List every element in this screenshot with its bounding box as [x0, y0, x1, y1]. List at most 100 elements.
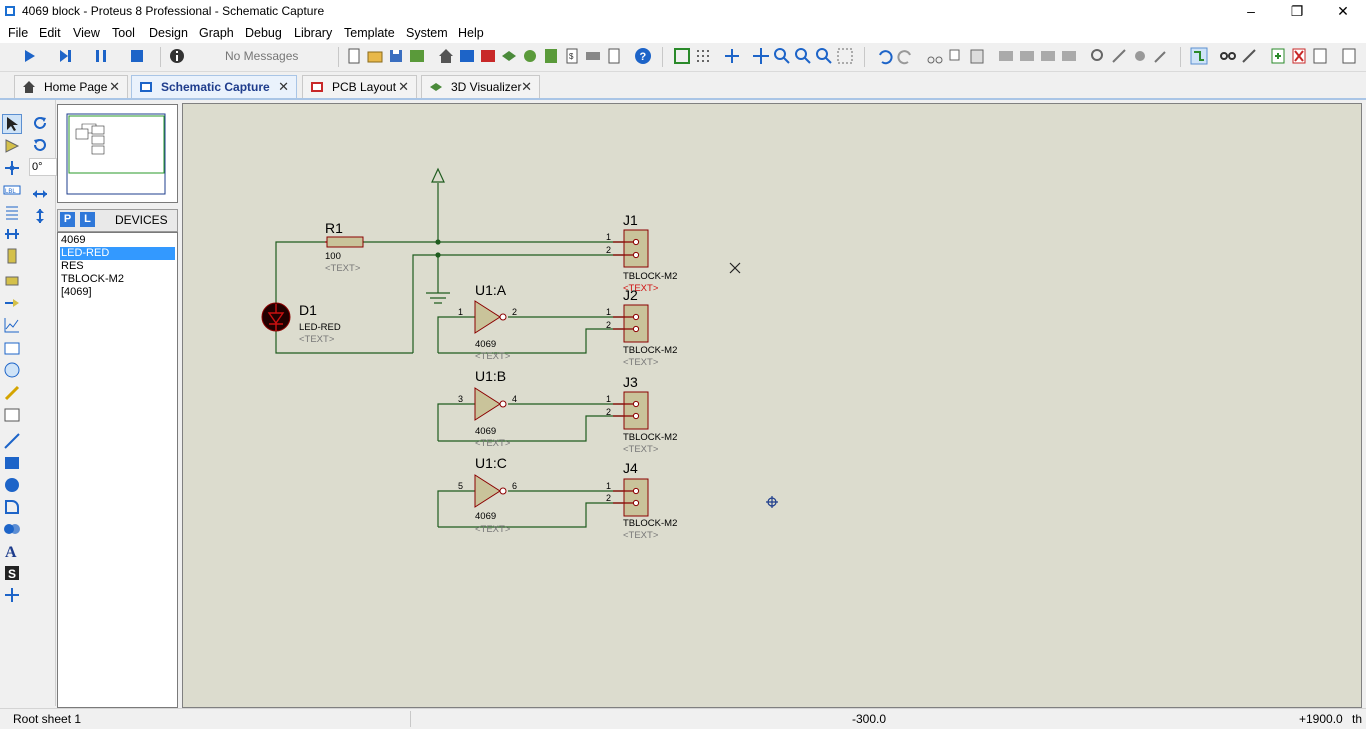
list-item[interactable]: RES: [61, 260, 84, 272]
menu-template[interactable]: Template: [344, 26, 395, 40]
terminal-block-j4[interactable]: 1 2 J4 TBLOCK-M2 <TEXT>: [606, 460, 677, 541]
tab-pcb-layout[interactable]: PCB Layout ✕: [302, 75, 417, 98]
path-tool-icon[interactable]: [3, 520, 21, 538]
tab-3d-visualizer[interactable]: 3D Visualizer ✕: [421, 75, 540, 98]
terminal-mode-icon[interactable]: [3, 272, 21, 290]
block-rotate-icon[interactable]: [1039, 47, 1057, 65]
close-tab-icon[interactable]: ✕: [109, 79, 120, 94]
list-item-selected[interactable]: LED-RED: [60, 247, 175, 260]
cut-icon[interactable]: [926, 47, 944, 65]
paste-icon[interactable]: [968, 47, 986, 65]
resistor-r1[interactable]: R1 100 <TEXT>: [325, 220, 364, 274]
virtual-instrument-icon[interactable]: [3, 406, 21, 424]
block-delete-icon[interactable]: [1060, 47, 1078, 65]
tab-schematic-capture[interactable]: Schematic Capture ✕: [131, 75, 297, 98]
zoom-in-icon[interactable]: [773, 47, 791, 65]
block-move-icon[interactable]: [1018, 47, 1036, 65]
minimize-button[interactable]: –: [1247, 3, 1255, 19]
origin-icon[interactable]: [723, 47, 741, 65]
inverter-u1a[interactable]: 1 2 U1:A 4069 <TEXT>: [458, 282, 517, 362]
text-tool-icon[interactable]: A: [3, 542, 21, 560]
gerber-icon[interactable]: [521, 47, 539, 65]
subcircuit-icon[interactable]: [3, 247, 21, 265]
menu-system[interactable]: System: [406, 26, 448, 40]
source-code-icon[interactable]: [584, 47, 602, 65]
bom-icon[interactable]: $: [563, 47, 581, 65]
play-icon[interactable]: [20, 47, 38, 65]
line-tool-icon[interactable]: [3, 432, 21, 450]
circle-tool-icon[interactable]: [3, 476, 21, 494]
terminal-block-j3[interactable]: 1 2 J3 TBLOCK-M2 <TEXT>: [606, 374, 677, 455]
tape-recorder-icon[interactable]: [3, 339, 21, 357]
property-tool-icon[interactable]: [1240, 47, 1258, 65]
info-icon[interactable]: [168, 47, 186, 65]
voltage-probe-icon[interactable]: [3, 384, 21, 402]
text-script-icon[interactable]: [3, 203, 21, 221]
selection-mode-icon[interactable]: [2, 114, 22, 134]
menu-edit[interactable]: Edit: [39, 26, 61, 40]
terminal-block-j1[interactable]: 1 2 J1 TBLOCK-M2 <TEXT>: [606, 212, 677, 294]
3d-visualizer-icon[interactable]: [500, 47, 518, 65]
menu-file[interactable]: File: [8, 26, 29, 40]
close-tab-icon[interactable]: ✕: [521, 79, 532, 94]
close-tab-icon[interactable]: ✕: [278, 79, 289, 94]
menu-graph[interactable]: Graph: [199, 26, 234, 40]
copy-icon[interactable]: [947, 47, 965, 65]
redo-icon[interactable]: [897, 47, 915, 65]
close-window-button[interactable]: ✕: [1337, 3, 1349, 19]
make-device-icon[interactable]: [1110, 47, 1128, 65]
refresh-icon[interactable]: [673, 47, 691, 65]
menu-tool[interactable]: Tool: [112, 26, 135, 40]
zoom-all-icon[interactable]: [815, 47, 833, 65]
menu-view[interactable]: View: [73, 26, 100, 40]
pick-device-icon[interactable]: [1089, 47, 1107, 65]
inverter-u1c[interactable]: 5 6 U1:C 4069 <TEXT>: [458, 455, 517, 535]
library-manager-button[interactable]: L: [80, 212, 95, 227]
restore-button[interactable]: ❐: [1290, 3, 1304, 19]
inverter-u1b[interactable]: 3 4 U1:B 4069 <TEXT>: [458, 368, 517, 449]
home-page-icon[interactable]: [437, 47, 455, 65]
rotate-ccw-icon[interactable]: [31, 137, 49, 155]
pick-devices-button[interactable]: P: [60, 212, 75, 227]
stop-icon[interactable]: [128, 47, 146, 65]
mirror-vertical-icon[interactable]: [31, 207, 49, 225]
ground-terminal[interactable]: [426, 255, 450, 304]
step-icon[interactable]: [56, 47, 74, 65]
new-sheet-icon[interactable]: [1269, 47, 1287, 65]
menu-debug[interactable]: Debug: [245, 26, 282, 40]
terminal-block-j2[interactable]: 1 2 J2 TBLOCK-M2 <TEXT>: [606, 287, 677, 368]
mirror-horizontal-icon[interactable]: [31, 185, 49, 203]
undo-icon[interactable]: [875, 47, 893, 65]
help-icon[interactable]: ?: [634, 47, 652, 65]
search-tag-icon[interactable]: [1219, 47, 1237, 65]
exit-to-parent-icon[interactable]: [1311, 47, 1329, 65]
schematic-canvas[interactable]: .w { stroke:#1f5c1f; stroke-width:1.2; f…: [182, 103, 1362, 708]
design-explorer-icon[interactable]: [542, 47, 560, 65]
arc-tool-icon[interactable]: [3, 498, 21, 516]
schematic-icon[interactable]: [458, 47, 476, 65]
menu-library[interactable]: Library: [294, 26, 333, 40]
component-mode-icon[interactable]: [3, 137, 21, 155]
messages-status[interactable]: No Messages: [225, 49, 299, 63]
generator-mode-icon[interactable]: [3, 361, 21, 379]
zoom-area-icon[interactable]: [836, 47, 854, 65]
pause-icon[interactable]: [92, 47, 110, 65]
grid-toggle-icon[interactable]: [694, 47, 712, 65]
wire[interactable]: [275, 239, 623, 528]
pan-icon[interactable]: [752, 47, 770, 65]
list-item[interactable]: TBLOCK-M2: [61, 273, 124, 285]
bus-mode-icon[interactable]: [3, 225, 21, 243]
rotation-input[interactable]: 0°: [29, 158, 57, 176]
notes-icon[interactable]: [605, 47, 623, 65]
close-tab-icon[interactable]: ✕: [398, 79, 409, 94]
menu-design[interactable]: Design: [149, 26, 188, 40]
decompose-icon[interactable]: [1152, 47, 1170, 65]
marker-tool-icon[interactable]: [3, 586, 21, 604]
list-item[interactable]: 4069: [61, 234, 86, 246]
overview-window[interactable]: [57, 104, 178, 203]
list-item[interactable]: [4069]: [61, 286, 92, 298]
netlist-icon[interactable]: [1340, 47, 1358, 65]
new-file-icon[interactable]: [345, 47, 363, 65]
pin-mode-icon[interactable]: [3, 294, 21, 312]
rotate-cw-icon[interactable]: [31, 115, 49, 133]
